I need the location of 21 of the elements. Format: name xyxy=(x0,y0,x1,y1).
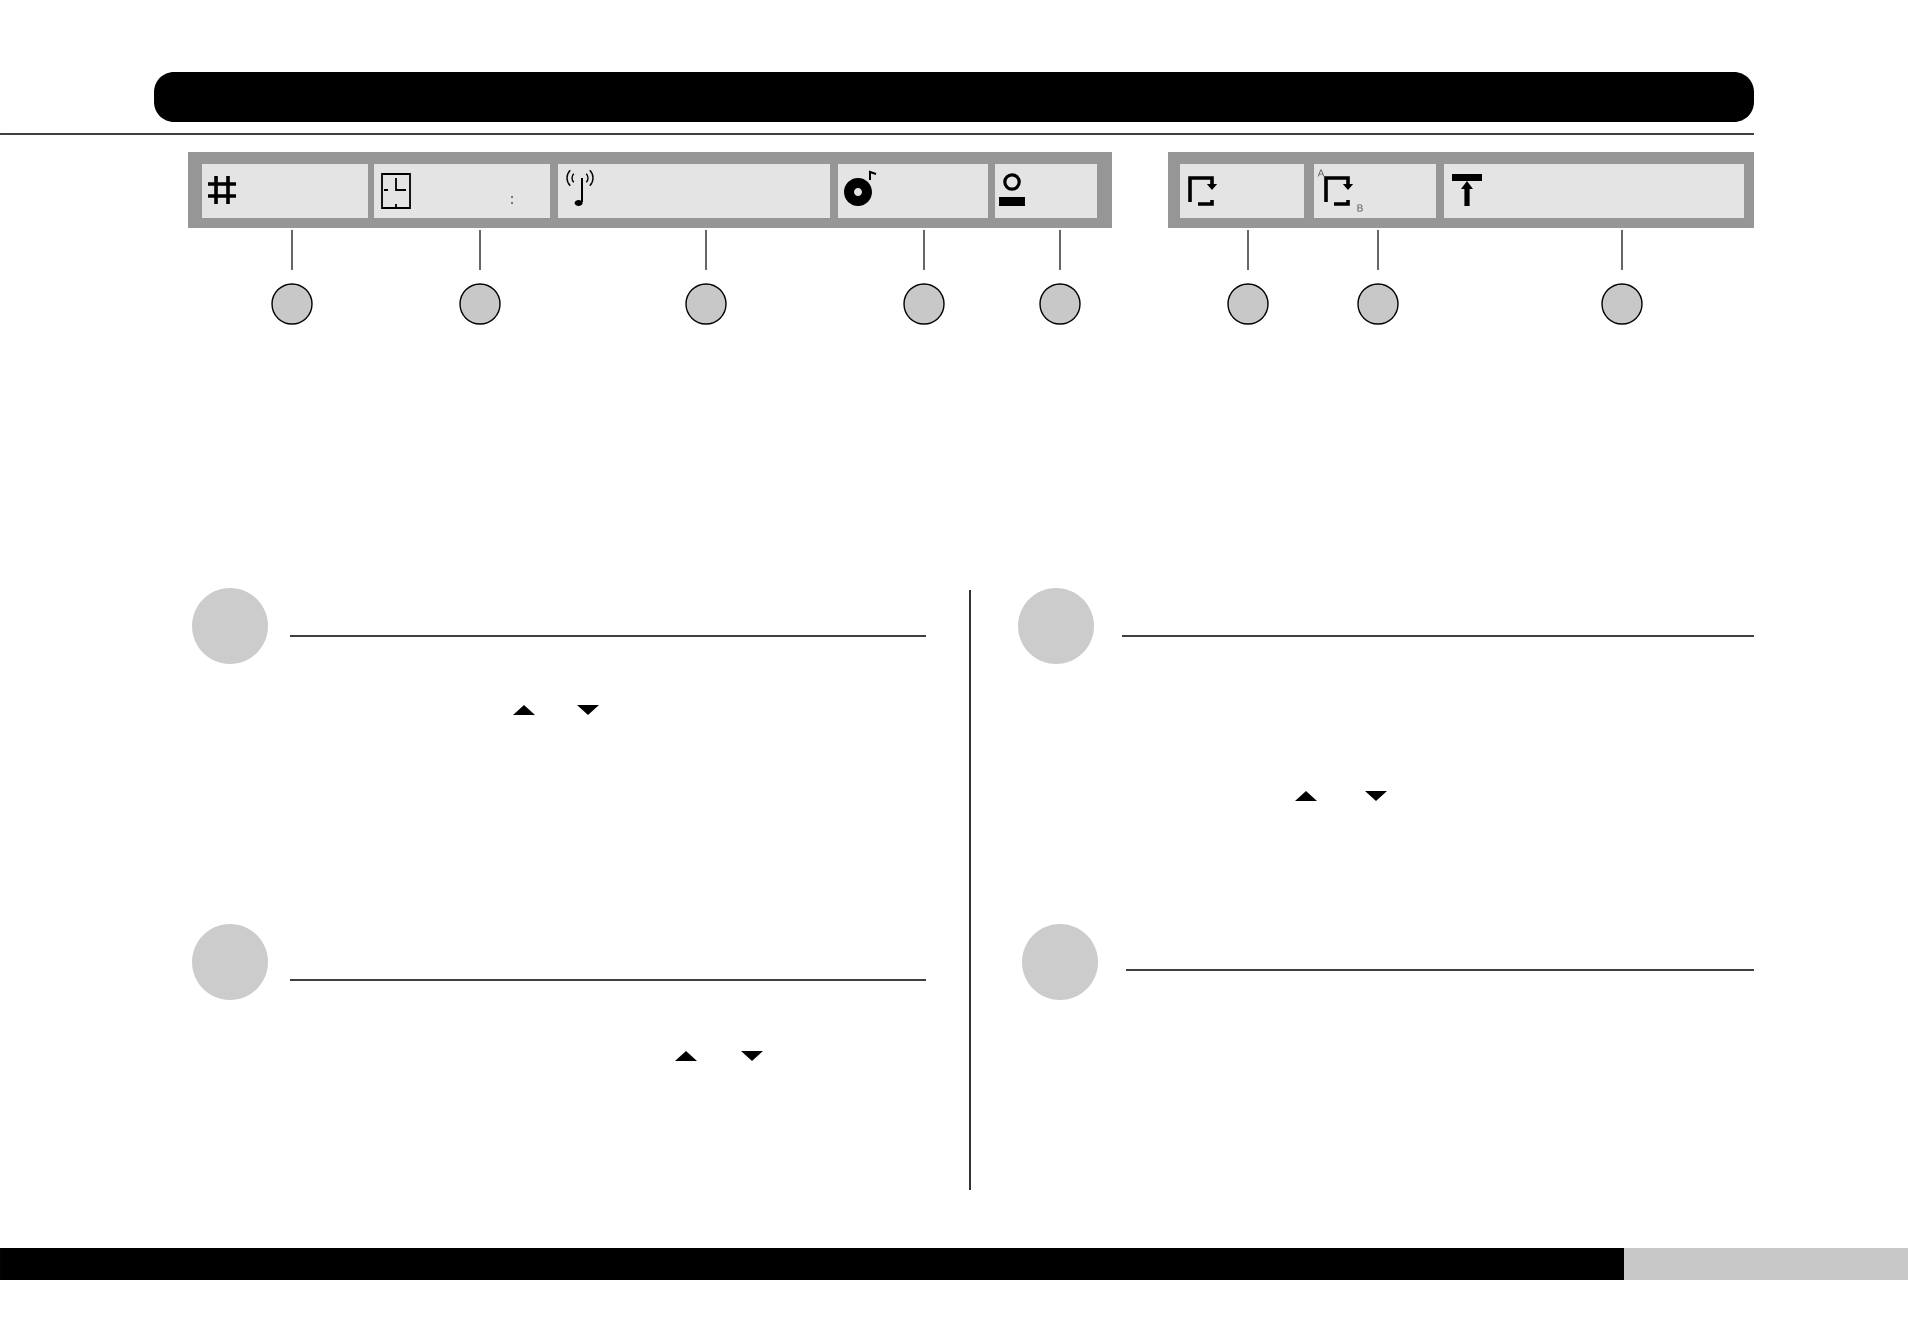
leader-line xyxy=(705,229,707,271)
step-circle xyxy=(192,924,268,1000)
step-circle xyxy=(1022,924,1098,1000)
leader-line xyxy=(479,229,481,271)
callout-circle xyxy=(459,283,501,325)
leader-line xyxy=(1621,229,1623,271)
callout-circle xyxy=(1039,283,1081,325)
callout-circle xyxy=(1357,283,1399,325)
leader-line xyxy=(1377,229,1379,271)
leader-line xyxy=(1247,229,1249,271)
callout-circle xyxy=(1601,283,1643,325)
callout-circle xyxy=(685,283,727,325)
title-bar xyxy=(154,72,1754,122)
leader-line xyxy=(291,229,293,271)
callout-circle xyxy=(1227,283,1269,325)
step-circle xyxy=(1018,588,1094,664)
callout-circle xyxy=(903,283,945,325)
leader-line xyxy=(1059,229,1061,271)
callout-circle xyxy=(271,283,313,325)
step-circle xyxy=(192,588,268,664)
leader-line xyxy=(923,229,925,271)
